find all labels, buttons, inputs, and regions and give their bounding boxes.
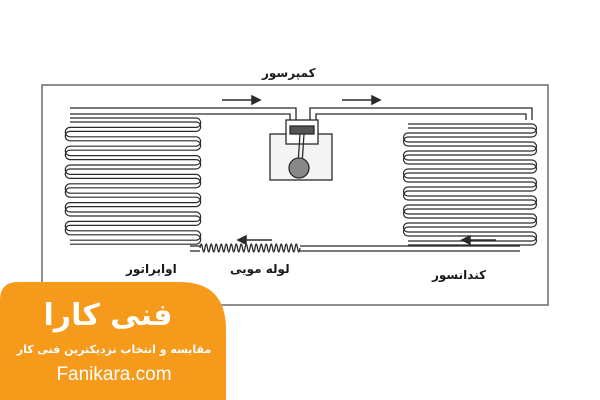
arrow-left-icon: [236, 234, 272, 246]
compressor-icon: [269, 119, 333, 181]
coil-tube-line: [64, 117, 202, 241]
coil-tube-line: [402, 127, 538, 246]
brand-badge: [0, 282, 226, 400]
condenser-label: کندانسور: [432, 268, 487, 282]
arrow-right-icon: [222, 94, 262, 106]
liquid-line: [190, 245, 520, 252]
capillary-tube-label: لوله مویی: [230, 262, 290, 276]
condenser-coil: [402, 123, 538, 246]
compressor-label: کمپرسور: [262, 66, 316, 80]
coil-tube-line: [64, 121, 202, 245]
evaporator-coil: [64, 117, 202, 245]
brand-logo-text: فنی کارا: [43, 298, 173, 333]
brand-tagline: مقایسه و انتخاب نزدیکترین فنی کار: [16, 343, 212, 356]
diagram-frame: [41, 84, 549, 306]
capillary-tube-coil: [199, 243, 301, 253]
flow-arrows: [222, 94, 496, 246]
website-link[interactable]: Fanikara.com: [56, 364, 172, 385]
arrow-left-icon: [460, 234, 496, 246]
suction-discharge-pipe: [70, 107, 533, 122]
coil-tube-line: [402, 123, 538, 242]
arrow-right-icon: [342, 94, 382, 106]
evaporator-label: اواپراتور: [126, 262, 177, 276]
